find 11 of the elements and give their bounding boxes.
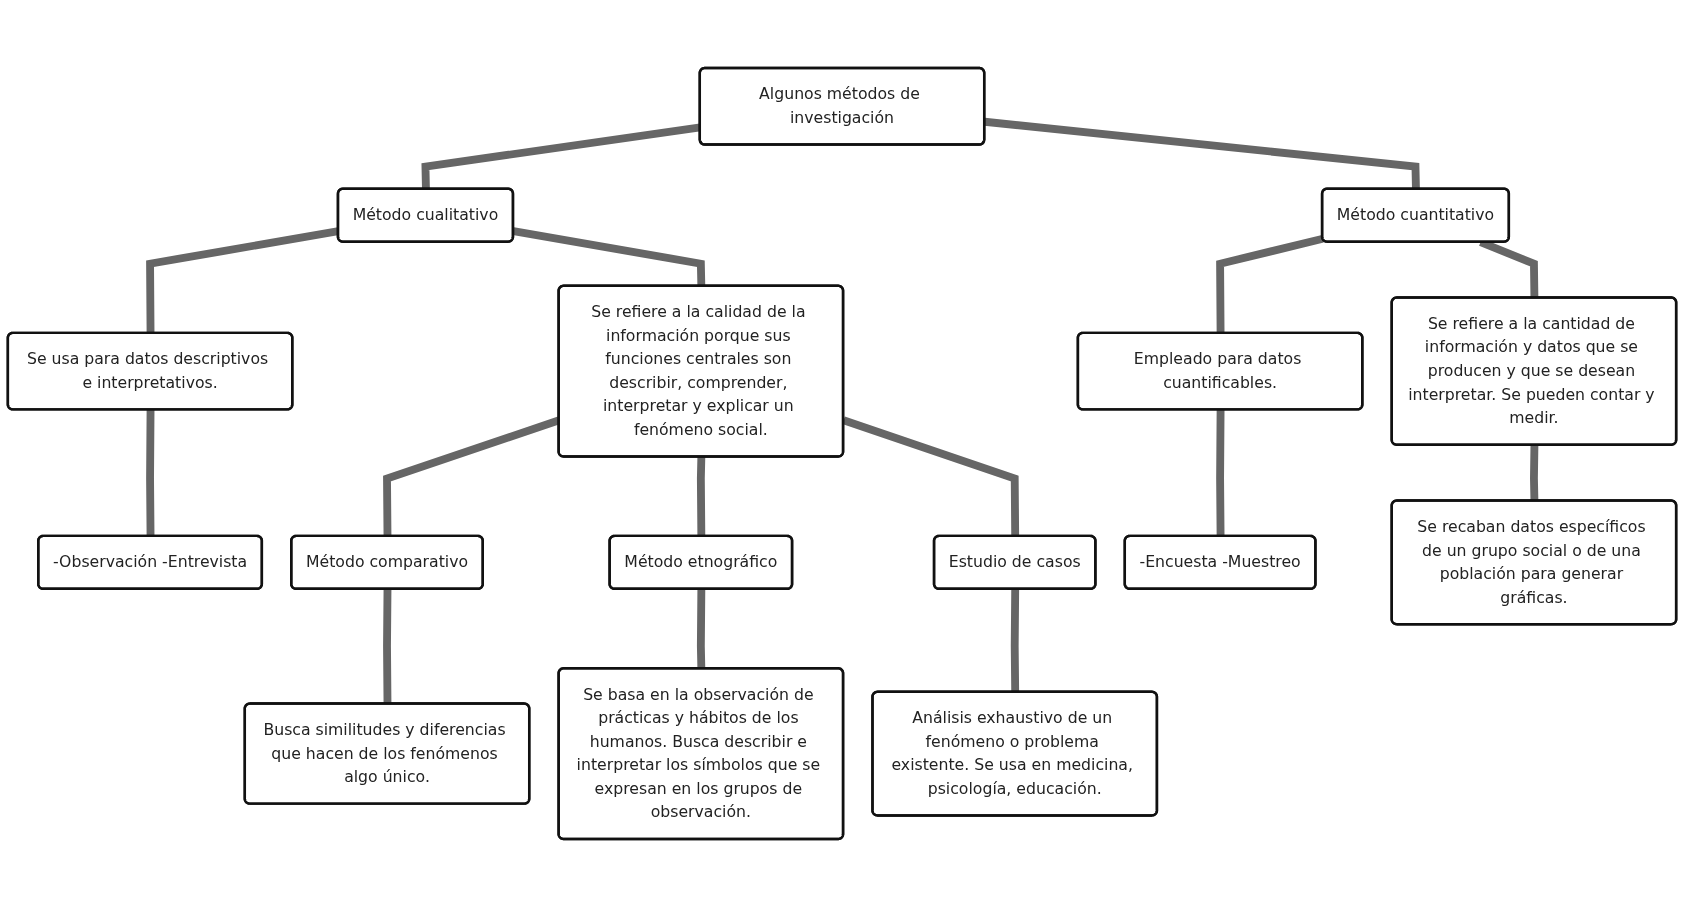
connector <box>512 227 706 287</box>
connector <box>146 227 340 334</box>
connector <box>1216 409 1225 537</box>
connector <box>696 589 706 669</box>
connector <box>146 409 155 537</box>
connector <box>842 416 1020 537</box>
connector <box>1530 445 1539 502</box>
connector <box>421 123 701 190</box>
connector <box>696 456 706 537</box>
connector <box>1010 589 1020 693</box>
connector <box>383 589 392 705</box>
